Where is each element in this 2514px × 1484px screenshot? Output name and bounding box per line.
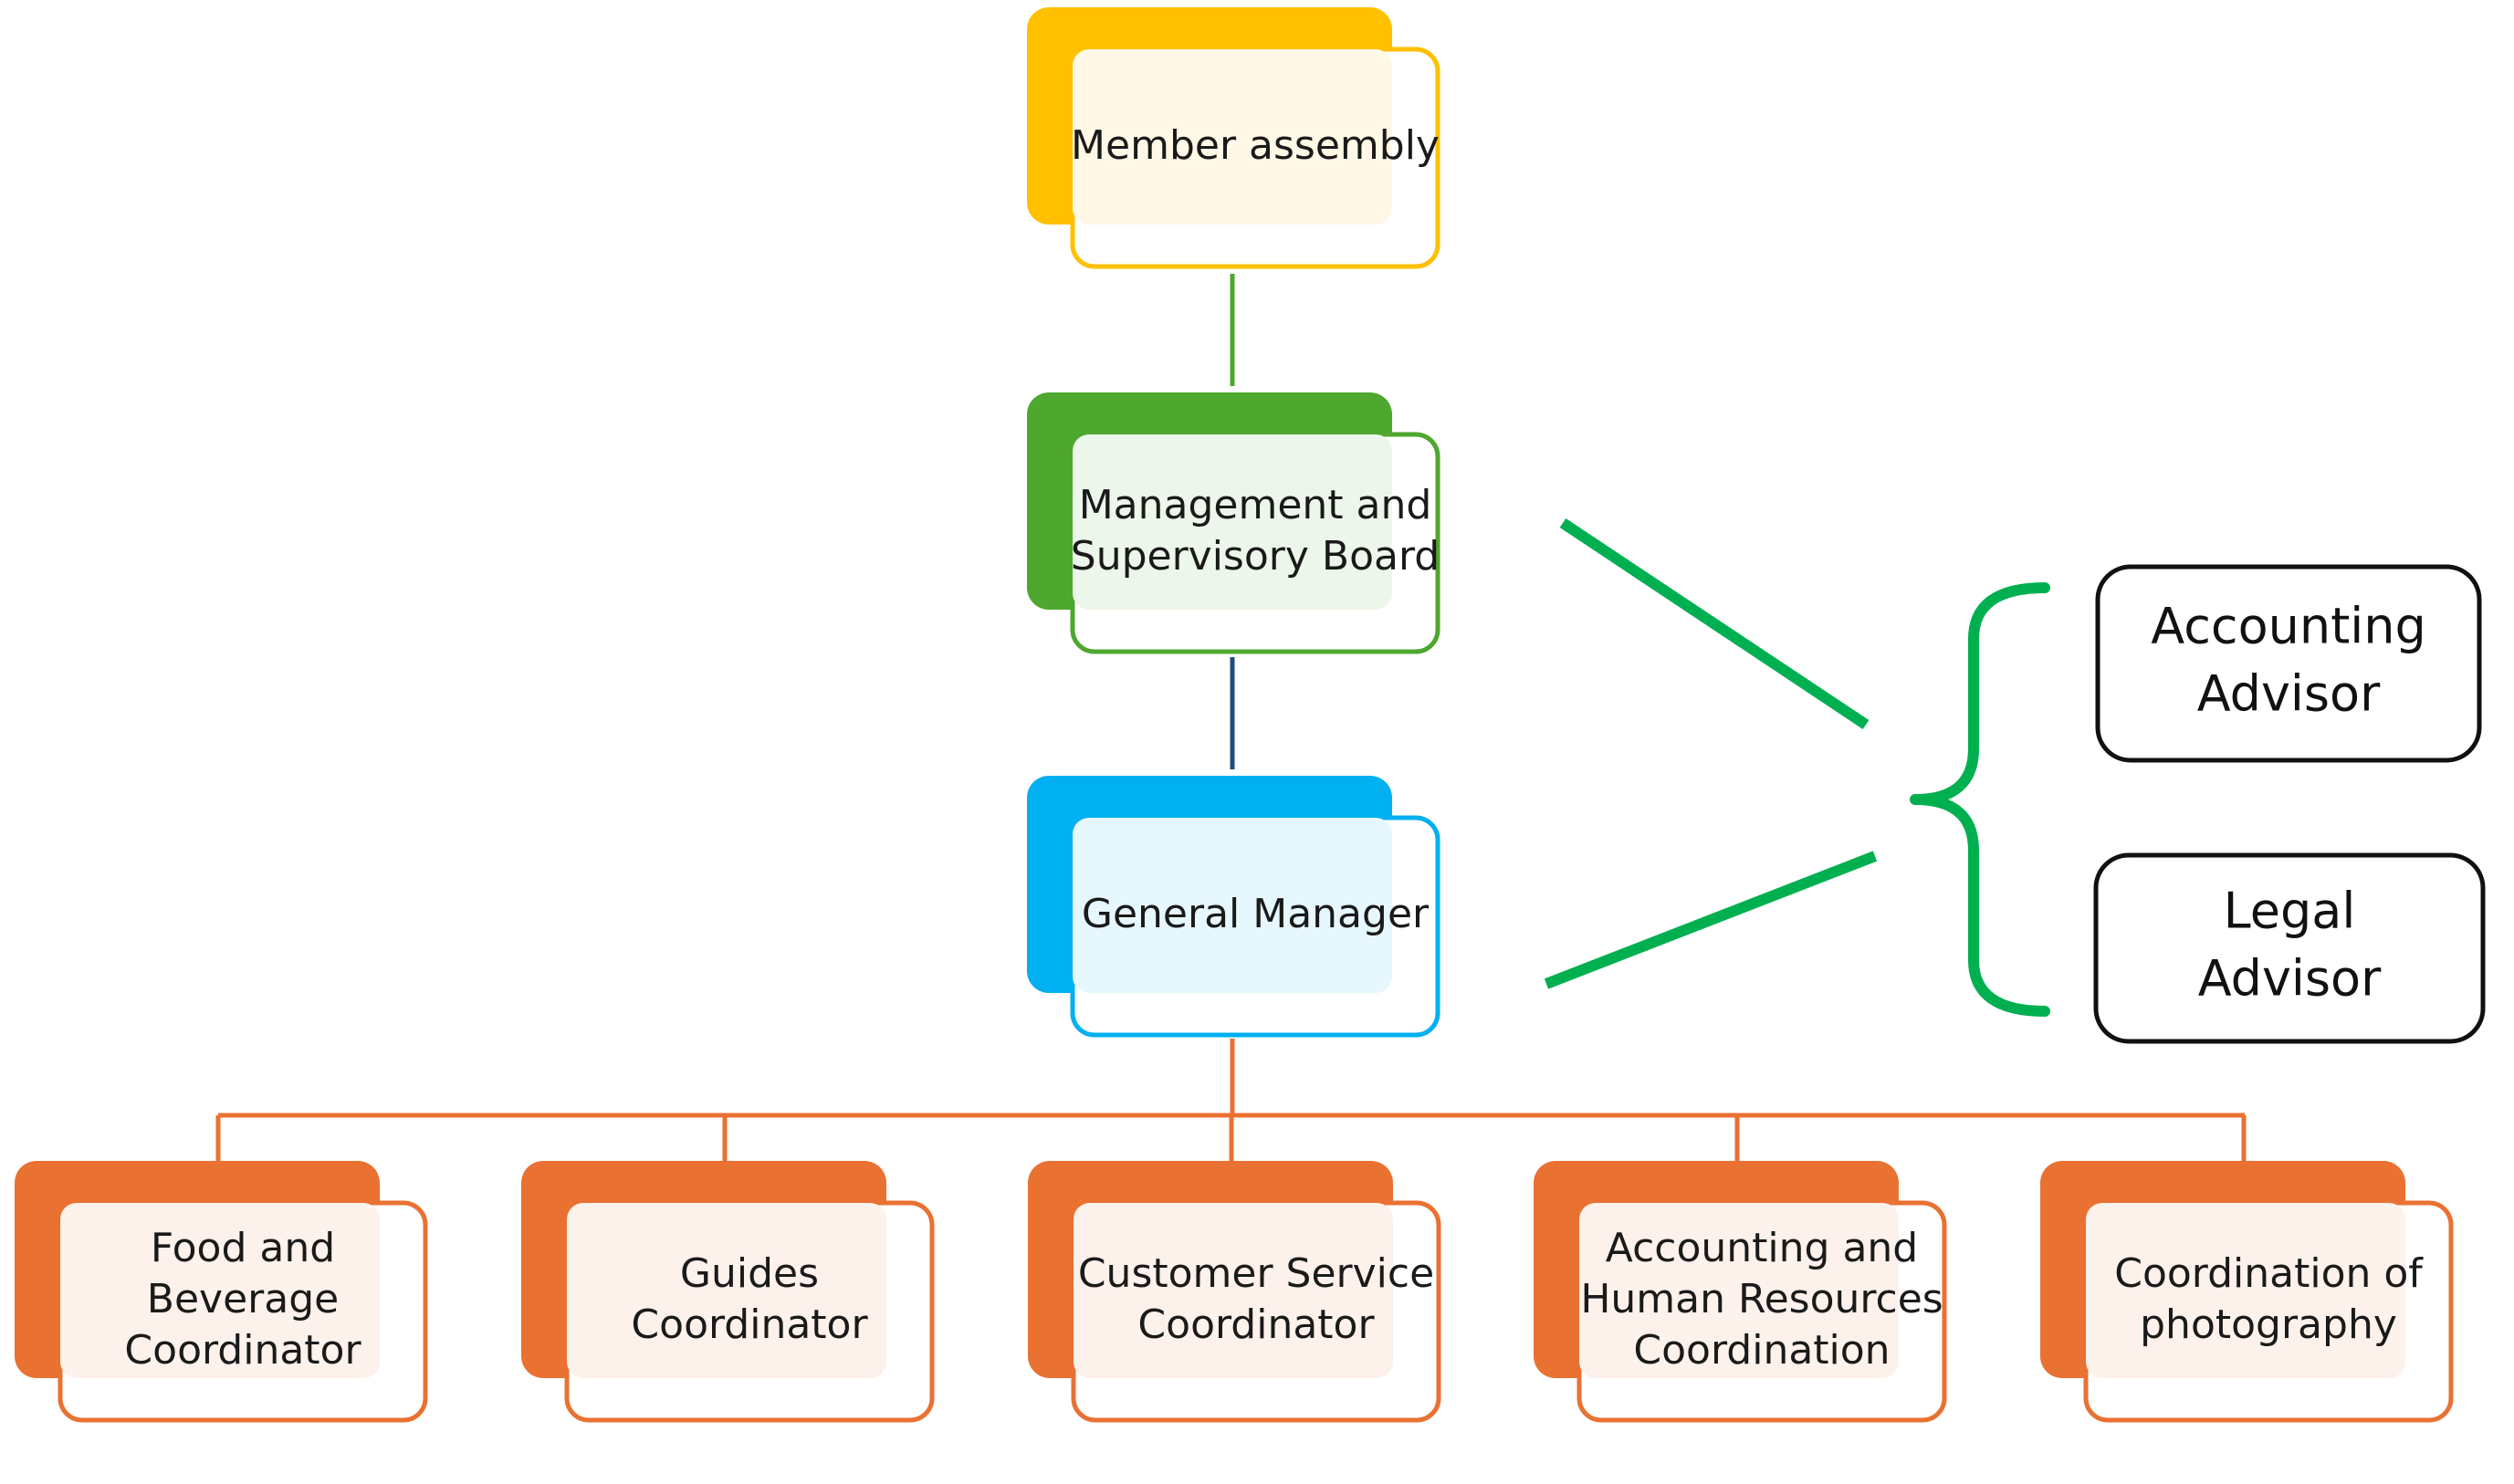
photography-coordination-panel bbox=[2086, 1203, 2405, 1378]
legal-advisor-box-border bbox=[2093, 852, 2486, 1044]
accounting-advisor-box-border bbox=[2095, 564, 2482, 763]
customer-service-coordinator-label-line: Customer Service bbox=[1078, 1250, 1434, 1297]
general-manager-box-panel bbox=[1073, 818, 1392, 993]
accounting-advisor-box-label-line: Accounting bbox=[2151, 598, 2426, 655]
customer-service-coordinator-label-line: Coordinator bbox=[1137, 1301, 1375, 1348]
food-beverage-coordinator-panel bbox=[60, 1203, 380, 1378]
accounting-hr-coordination-label-line: Coordination bbox=[1633, 1327, 1890, 1374]
legal-advisor-box-label-line: Advisor bbox=[2198, 950, 2382, 1008]
guides-coordinator-label-line: Guides bbox=[680, 1250, 819, 1297]
legal-advisor-box-label-line: Legal bbox=[2224, 883, 2356, 940]
guides-coordinator-panel bbox=[567, 1203, 886, 1378]
accounting-hr-coordination-panel bbox=[1579, 1203, 1899, 1378]
food-beverage-coordinator-label-line: Food and bbox=[151, 1225, 335, 1271]
management-board-box-label-line: Supervisory Board bbox=[1071, 533, 1440, 580]
guides-coordinator-label-line: Coordinator bbox=[631, 1301, 868, 1348]
management-board-box-panel bbox=[1073, 434, 1392, 610]
food-beverage-coordinator-label-line: Beverage bbox=[147, 1276, 339, 1322]
advisor-link-manager bbox=[1544, 851, 1878, 989]
member-assembly-box-panel bbox=[1073, 49, 1392, 225]
food-beverage-coordinator-label-line: Coordinator bbox=[124, 1327, 361, 1374]
member-assembly-box-label: Member assembly bbox=[1071, 122, 1440, 169]
accounting-hr-coordination-label-line: Human Resources bbox=[1580, 1276, 1943, 1322]
general-manager-box-label: General Manager bbox=[1082, 891, 1430, 937]
member-assembly-box: Member assembly bbox=[1027, 7, 1440, 269]
connectors bbox=[215, 274, 2247, 1161]
accounting-advisor-box-label-line: Advisor bbox=[2197, 665, 2381, 723]
photography-coordination-label-line: photography bbox=[2140, 1301, 2397, 1348]
general-manager-box-label-line: General Manager bbox=[1082, 891, 1430, 937]
photography-coordination-label-line: Coordination of bbox=[2114, 1250, 2424, 1297]
accounting-hr-coordination-label-line: Accounting and bbox=[1606, 1225, 1918, 1271]
member-assembly-box-label-line: Member assembly bbox=[1071, 122, 1440, 169]
customer-service-coordinator-panel bbox=[1074, 1203, 1393, 1378]
advisor-link-board bbox=[1559, 518, 1870, 729]
management-board-box-label-line: Management and bbox=[1079, 482, 1432, 528]
general-manager-box: General Manager bbox=[1027, 776, 1440, 1038]
advisor-bracket bbox=[1910, 582, 2050, 1017]
